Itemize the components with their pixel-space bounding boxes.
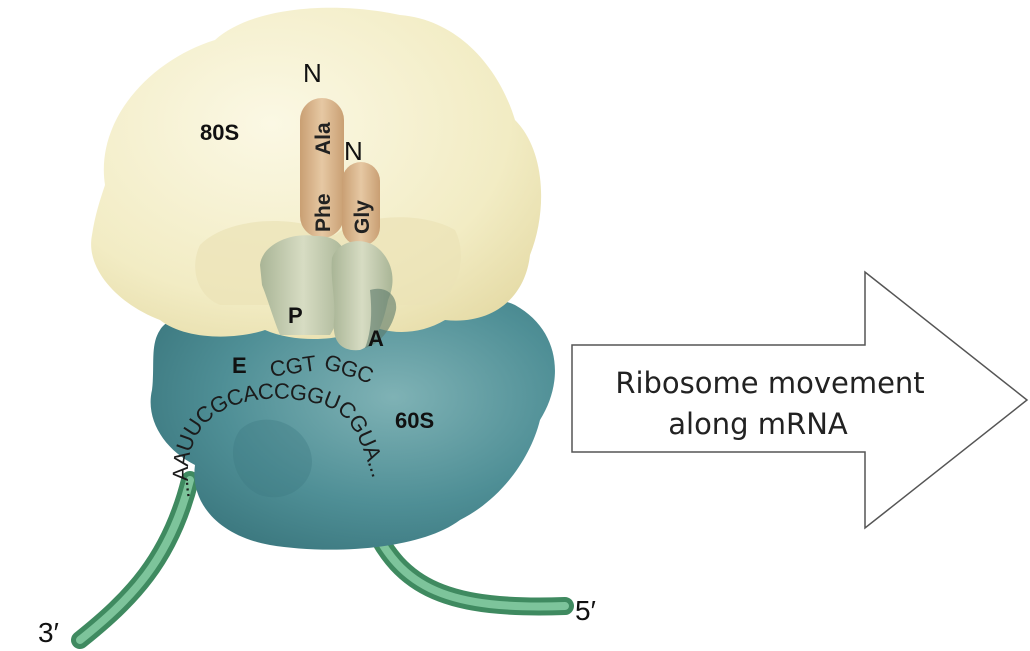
- arrow-label-line2: along mRNA: [668, 407, 848, 441]
- small-subunit-shape: [150, 295, 555, 550]
- amino-acid-gly: Gly: [351, 200, 374, 234]
- peptide-chain-2: [342, 162, 380, 246]
- label-site-p: P: [288, 303, 303, 328]
- small-subunit-shadow: [232, 419, 312, 498]
- mrna-strand-3prime-highlight: [76, 476, 194, 644]
- label-n-terminus-2: N: [344, 136, 363, 166]
- mrna-strand-3prime: [71, 471, 199, 649]
- trna-a-site-shadow: [365, 288, 397, 348]
- label-5prime-end: 5′: [575, 595, 596, 626]
- label-site-a: A: [368, 326, 384, 351]
- label-3prime-end: 3′: [38, 617, 59, 648]
- label-n-terminus-1: N: [303, 58, 322, 88]
- label-site-e: E: [232, 353, 247, 378]
- trna-p-site: [260, 235, 347, 335]
- label-80s: 80S: [200, 120, 239, 145]
- arrow-label-line1: Ribosome movement: [615, 366, 924, 400]
- label-60s: 60S: [395, 408, 434, 433]
- movement-arrow: [571, 270, 1029, 530]
- peptide-chain-1: [300, 98, 344, 238]
- amino-acid-phe: Phe: [312, 193, 335, 232]
- amino-acid-ala: Ala: [312, 122, 335, 155]
